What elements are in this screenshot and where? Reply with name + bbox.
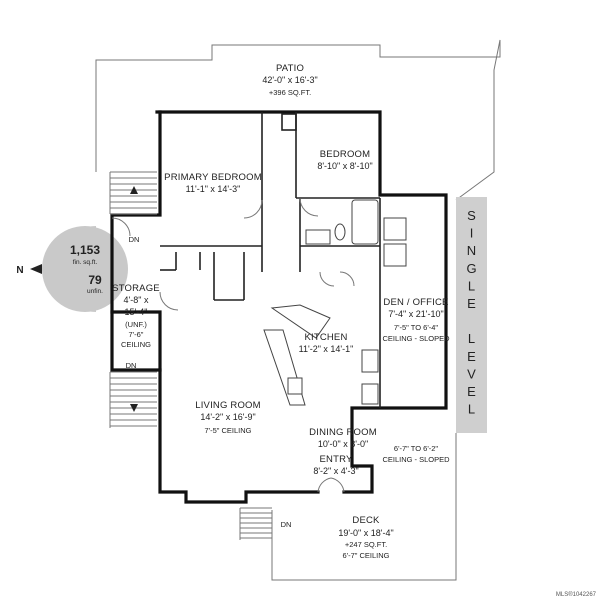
listing-id: MLS®1042267	[556, 591, 597, 598]
fridge-icon	[361, 383, 379, 405]
kitchen-island	[270, 304, 331, 339]
slope-note-1: 6'-7" TO 6'-2"	[394, 444, 439, 453]
living-note: 7'-5" CEILING	[204, 426, 251, 435]
kitchen-name: KITCHEN	[304, 332, 347, 343]
deck-outline	[271, 433, 457, 581]
dining-dims: 10'-0" x 8'-0"	[318, 439, 368, 449]
stairs-bottom	[109, 371, 157, 428]
area-unfinished-unit: unfin.	[87, 288, 103, 295]
deck-note: 6'-7" CEILING	[342, 551, 389, 560]
level-banner-letter: G	[466, 261, 476, 276]
den-note-1: 7'-5" TO 6'-4"	[394, 323, 439, 332]
area-finished-value: 1,153	[70, 243, 100, 257]
stairs-dn-deck-label: DN	[281, 520, 292, 529]
level-banner-letter: V	[467, 366, 476, 381]
primary-bedroom-name: PRIMARY BEDROOM	[164, 172, 262, 183]
entry-name: ENTRY	[319, 454, 352, 465]
area-badge-circle	[42, 226, 128, 312]
patio-dims: 42'-0" x 16'-3"	[262, 75, 317, 85]
level-banner-letter: L	[468, 278, 475, 293]
deck-extra: +247 SQ.FT.	[345, 540, 387, 549]
washer-icon	[383, 217, 407, 241]
toilet-icon	[334, 223, 346, 241]
level-banner-letter: E	[467, 296, 476, 311]
level-banner-letter: L	[468, 402, 475, 417]
living-name: LIVING ROOM	[195, 400, 261, 411]
deck-dims: 19'-0" x 18'-4"	[338, 528, 393, 538]
slope-note-2: CEILING - SLOPED	[382, 455, 450, 464]
stairs-dn-bottom-label: DN	[126, 361, 137, 370]
exterior-wall	[155, 110, 448, 494]
living-dims: 14'-2" x 16'-9"	[200, 412, 255, 422]
deck-name: DECK	[352, 515, 380, 526]
stairs-dn-top-label: DN	[129, 235, 140, 244]
bedroom-dims: 8'-10" x 8'-10"	[317, 161, 372, 171]
level-banner-letter: N	[467, 243, 476, 258]
storage-note-2: 7'-6"	[129, 330, 144, 339]
door-swings	[111, 197, 355, 493]
entry-dims: 8'-2" x 4'-3"	[313, 466, 358, 476]
dining-name: DINING ROOM	[309, 427, 377, 438]
level-banner-letter: L	[468, 331, 475, 346]
storage-dims-1: 4'-8" x	[124, 295, 149, 305]
level-banner-letter: E	[467, 349, 476, 364]
patio-name: PATIO	[276, 63, 304, 74]
patio-extra: +396 SQ.FT.	[269, 88, 311, 97]
primary-bedroom-dims: 11'-1" x 14'-3"	[186, 184, 241, 194]
patio-outline	[95, 39, 501, 201]
north-label: N	[16, 265, 23, 276]
stair-arrow-down-icon	[130, 404, 138, 412]
level-banner	[456, 197, 487, 433]
level-banner-letter: E	[467, 384, 476, 399]
level-banner-letter: S	[467, 208, 476, 223]
dryer-icon	[383, 243, 407, 267]
den-dims: 7'-4" x 21'-10"	[388, 309, 443, 319]
storage-note-3: CEILING	[121, 340, 151, 349]
interior-walls	[160, 112, 381, 408]
stove-icon	[287, 377, 303, 395]
bathtub-icon	[351, 199, 379, 245]
bedroom-name: BEDROOM	[320, 149, 371, 160]
level-banner-letter: I	[470, 226, 474, 241]
vanity-icon	[305, 229, 331, 245]
den-name: DEN / OFFICE	[383, 297, 448, 308]
den-note-2: CEILING - SLOPED	[382, 334, 450, 343]
stairs-deck	[239, 507, 272, 540]
north-arrow-icon	[30, 264, 42, 274]
area-unfinished-value: 79	[88, 273, 102, 287]
exterior-wall-south	[110, 110, 320, 504]
storage-name: STORAGE	[112, 283, 160, 294]
storage-note-1: (UNF.)	[125, 320, 147, 329]
stair-arrow-up-icon	[130, 186, 138, 194]
stairs-top	[109, 171, 157, 215]
storage-wall	[110, 310, 162, 372]
sink-icon	[361, 349, 379, 373]
area-finished-unit: fin. sq.ft.	[73, 259, 98, 266]
kitchen-dims: 11'-2" x 14'-1"	[299, 344, 354, 354]
storage-dims-2: 15'-4"	[125, 307, 148, 317]
